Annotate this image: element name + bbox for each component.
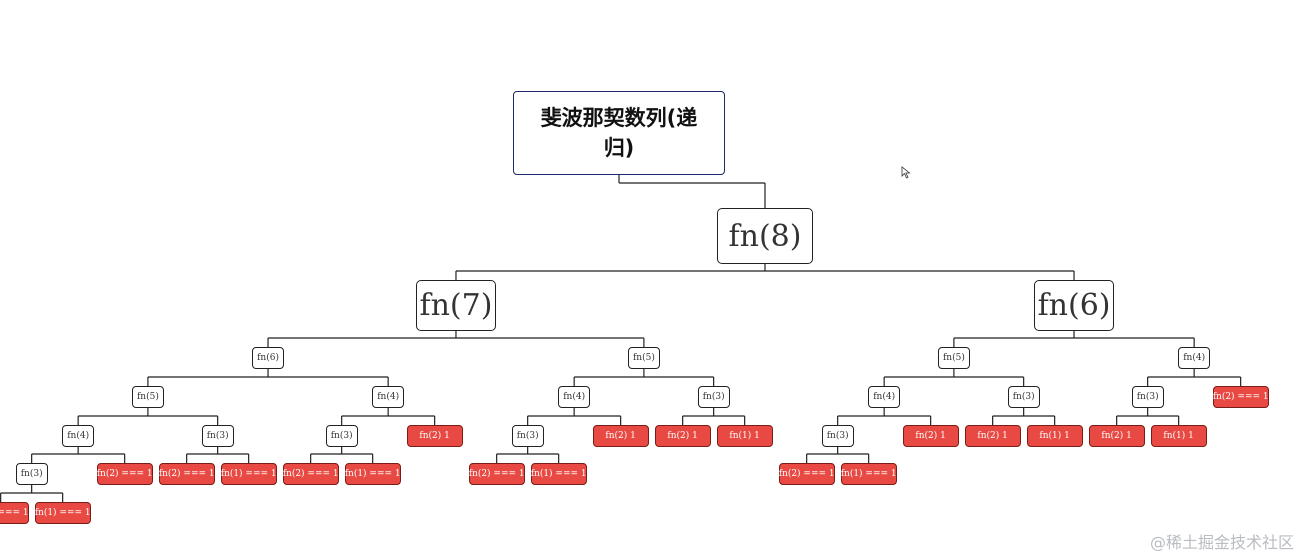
leaf-node[interactable]: fn(1) === 1 xyxy=(344,463,401,485)
call-node[interactable]: fn(4) xyxy=(868,386,901,408)
leaf-node[interactable]: fn(2) === 1 xyxy=(778,463,835,485)
call-node[interactable]: fn(4) xyxy=(372,386,405,408)
leaf-node[interactable]: fn(1) 1 xyxy=(716,425,773,447)
call-node[interactable]: fn(3) xyxy=(511,425,544,447)
leaf-node[interactable]: fn(1) 1 xyxy=(1026,425,1083,447)
call-node[interactable]: fn(5) xyxy=(627,347,660,369)
leaf-node[interactable]: fn(2) 1 xyxy=(592,425,649,447)
call-node[interactable]: fn(6) xyxy=(252,347,285,369)
leaf-node[interactable]: fn(2) === 1 xyxy=(282,463,339,485)
leaf-node[interactable]: fn(2) === 1 xyxy=(468,463,525,485)
leaf-node[interactable]: fn(1) 1 xyxy=(1150,425,1207,447)
leaf-node[interactable]: fn(2) === 1 xyxy=(1212,386,1269,408)
watermark: @稀土掘金技术社区 xyxy=(1149,533,1294,552)
leaf-node[interactable]: fn(2) 1 xyxy=(654,425,711,447)
call-node[interactable]: fn(3) xyxy=(821,425,854,447)
call-node[interactable]: fn(3) xyxy=(1131,386,1164,408)
call-node[interactable]: fn(7) xyxy=(415,280,496,331)
leaf-node[interactable]: fn(1) === 1 xyxy=(530,463,587,485)
call-node[interactable]: fn(3) xyxy=(697,386,730,408)
call-node[interactable]: fn(4) xyxy=(62,425,95,447)
leaf-node[interactable]: fn(1) === 1 xyxy=(840,463,897,485)
call-node[interactable]: fn(3) xyxy=(15,463,48,485)
leaf-node[interactable]: fn(2) 1 xyxy=(902,425,959,447)
leaf-node[interactable]: fn(2) 1 xyxy=(964,425,1021,447)
call-node[interactable]: fn(4) xyxy=(558,386,591,408)
leaf-node[interactable]: fn(2) === 1 xyxy=(0,502,29,524)
call-node[interactable]: fn(3) xyxy=(325,425,358,447)
call-node[interactable]: fn(4) xyxy=(1178,347,1211,369)
leaf-node[interactable]: fn(1) === 1 xyxy=(34,502,91,524)
call-node[interactable]: fn(6) xyxy=(1034,280,1115,331)
leaf-node[interactable]: fn(2) === 1 xyxy=(158,463,215,485)
call-node[interactable]: fn(3) xyxy=(201,425,234,447)
call-node[interactable]: fn(5) xyxy=(131,386,164,408)
call-node[interactable]: fn(3) xyxy=(1007,386,1040,408)
leaf-node[interactable]: fn(1) === 1 xyxy=(220,463,277,485)
call-node[interactable]: fn(5) xyxy=(937,347,970,369)
leaf-node[interactable]: fn(2) === 1 xyxy=(96,463,153,485)
mindmap-title[interactable]: 斐波那契数列(递归) xyxy=(513,91,725,175)
mouse-cursor-icon xyxy=(901,166,911,179)
leaf-node[interactable]: fn(2) 1 xyxy=(406,425,463,447)
call-node[interactable]: fn(8) xyxy=(717,208,813,264)
leaf-node[interactable]: fn(2) 1 xyxy=(1088,425,1145,447)
